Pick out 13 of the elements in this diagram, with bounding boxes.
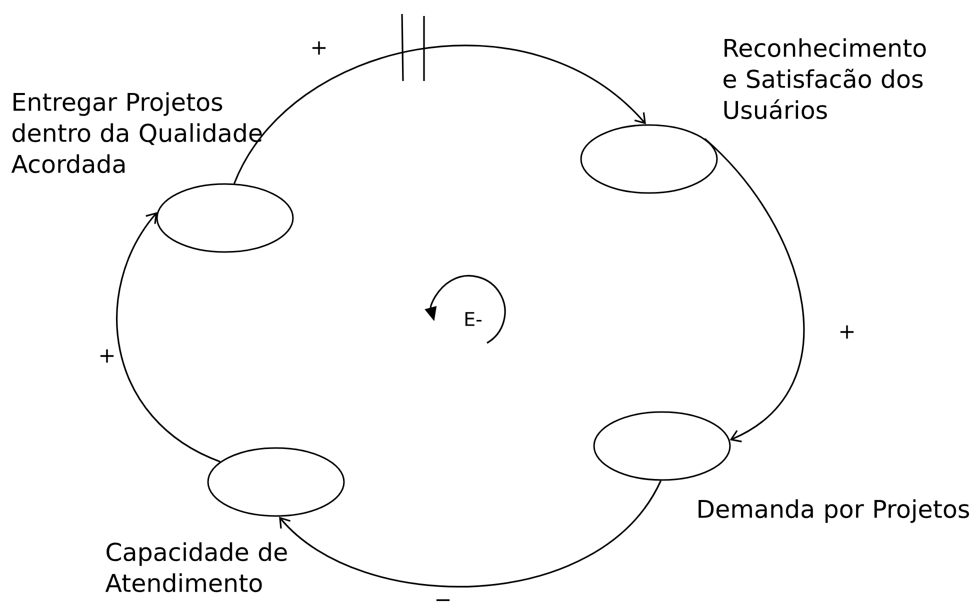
arrow (704, 138, 805, 442)
node-caption: Demanda por Projetos (698, 499, 970, 523)
edge-label: − (436, 599, 450, 602)
arrow (279, 480, 662, 587)
node-caption: Capacidade de Atendimento (105, 542, 287, 592)
node-caption: Reconhecimento e Satisfacão dos Usuários (724, 38, 926, 120)
edge-label: + (100, 349, 114, 363)
edge-label: + (840, 325, 854, 339)
node-caption: Entregar Projetos dentro da Qualidade Acordada (11, 92, 262, 174)
loop-label: E- (465, 312, 482, 326)
arrow (116, 212, 221, 462)
edge-label: + (312, 41, 326, 55)
arrow (234, 44, 646, 184)
